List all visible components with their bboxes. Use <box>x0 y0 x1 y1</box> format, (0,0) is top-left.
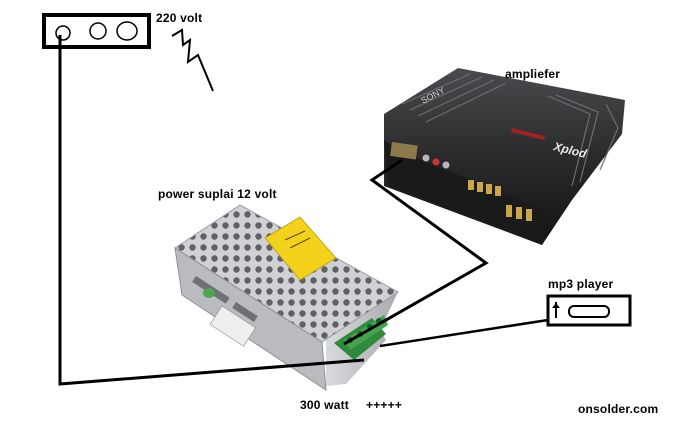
amplifier: SONY Xplod <box>384 68 625 245</box>
power-supply <box>174 204 399 391</box>
power-supply-label: power suplai 12 volt <box>158 187 277 201</box>
mains-voltage-label: 220 volt <box>156 11 203 25</box>
wattage-label: 300 watt <box>300 398 349 412</box>
mp3-player-icon <box>546 294 632 327</box>
website-label: onsolder.com <box>578 402 659 416</box>
amplifier-label: ampliefer <box>505 67 561 81</box>
plus-marks-label: +++++ <box>366 398 403 412</box>
power-wire <box>343 158 489 346</box>
mains-wire <box>58 35 365 386</box>
audio-wire <box>379 318 549 348</box>
lightning-icon <box>171 28 214 92</box>
mp3-player-label: mp3 player <box>548 277 614 291</box>
